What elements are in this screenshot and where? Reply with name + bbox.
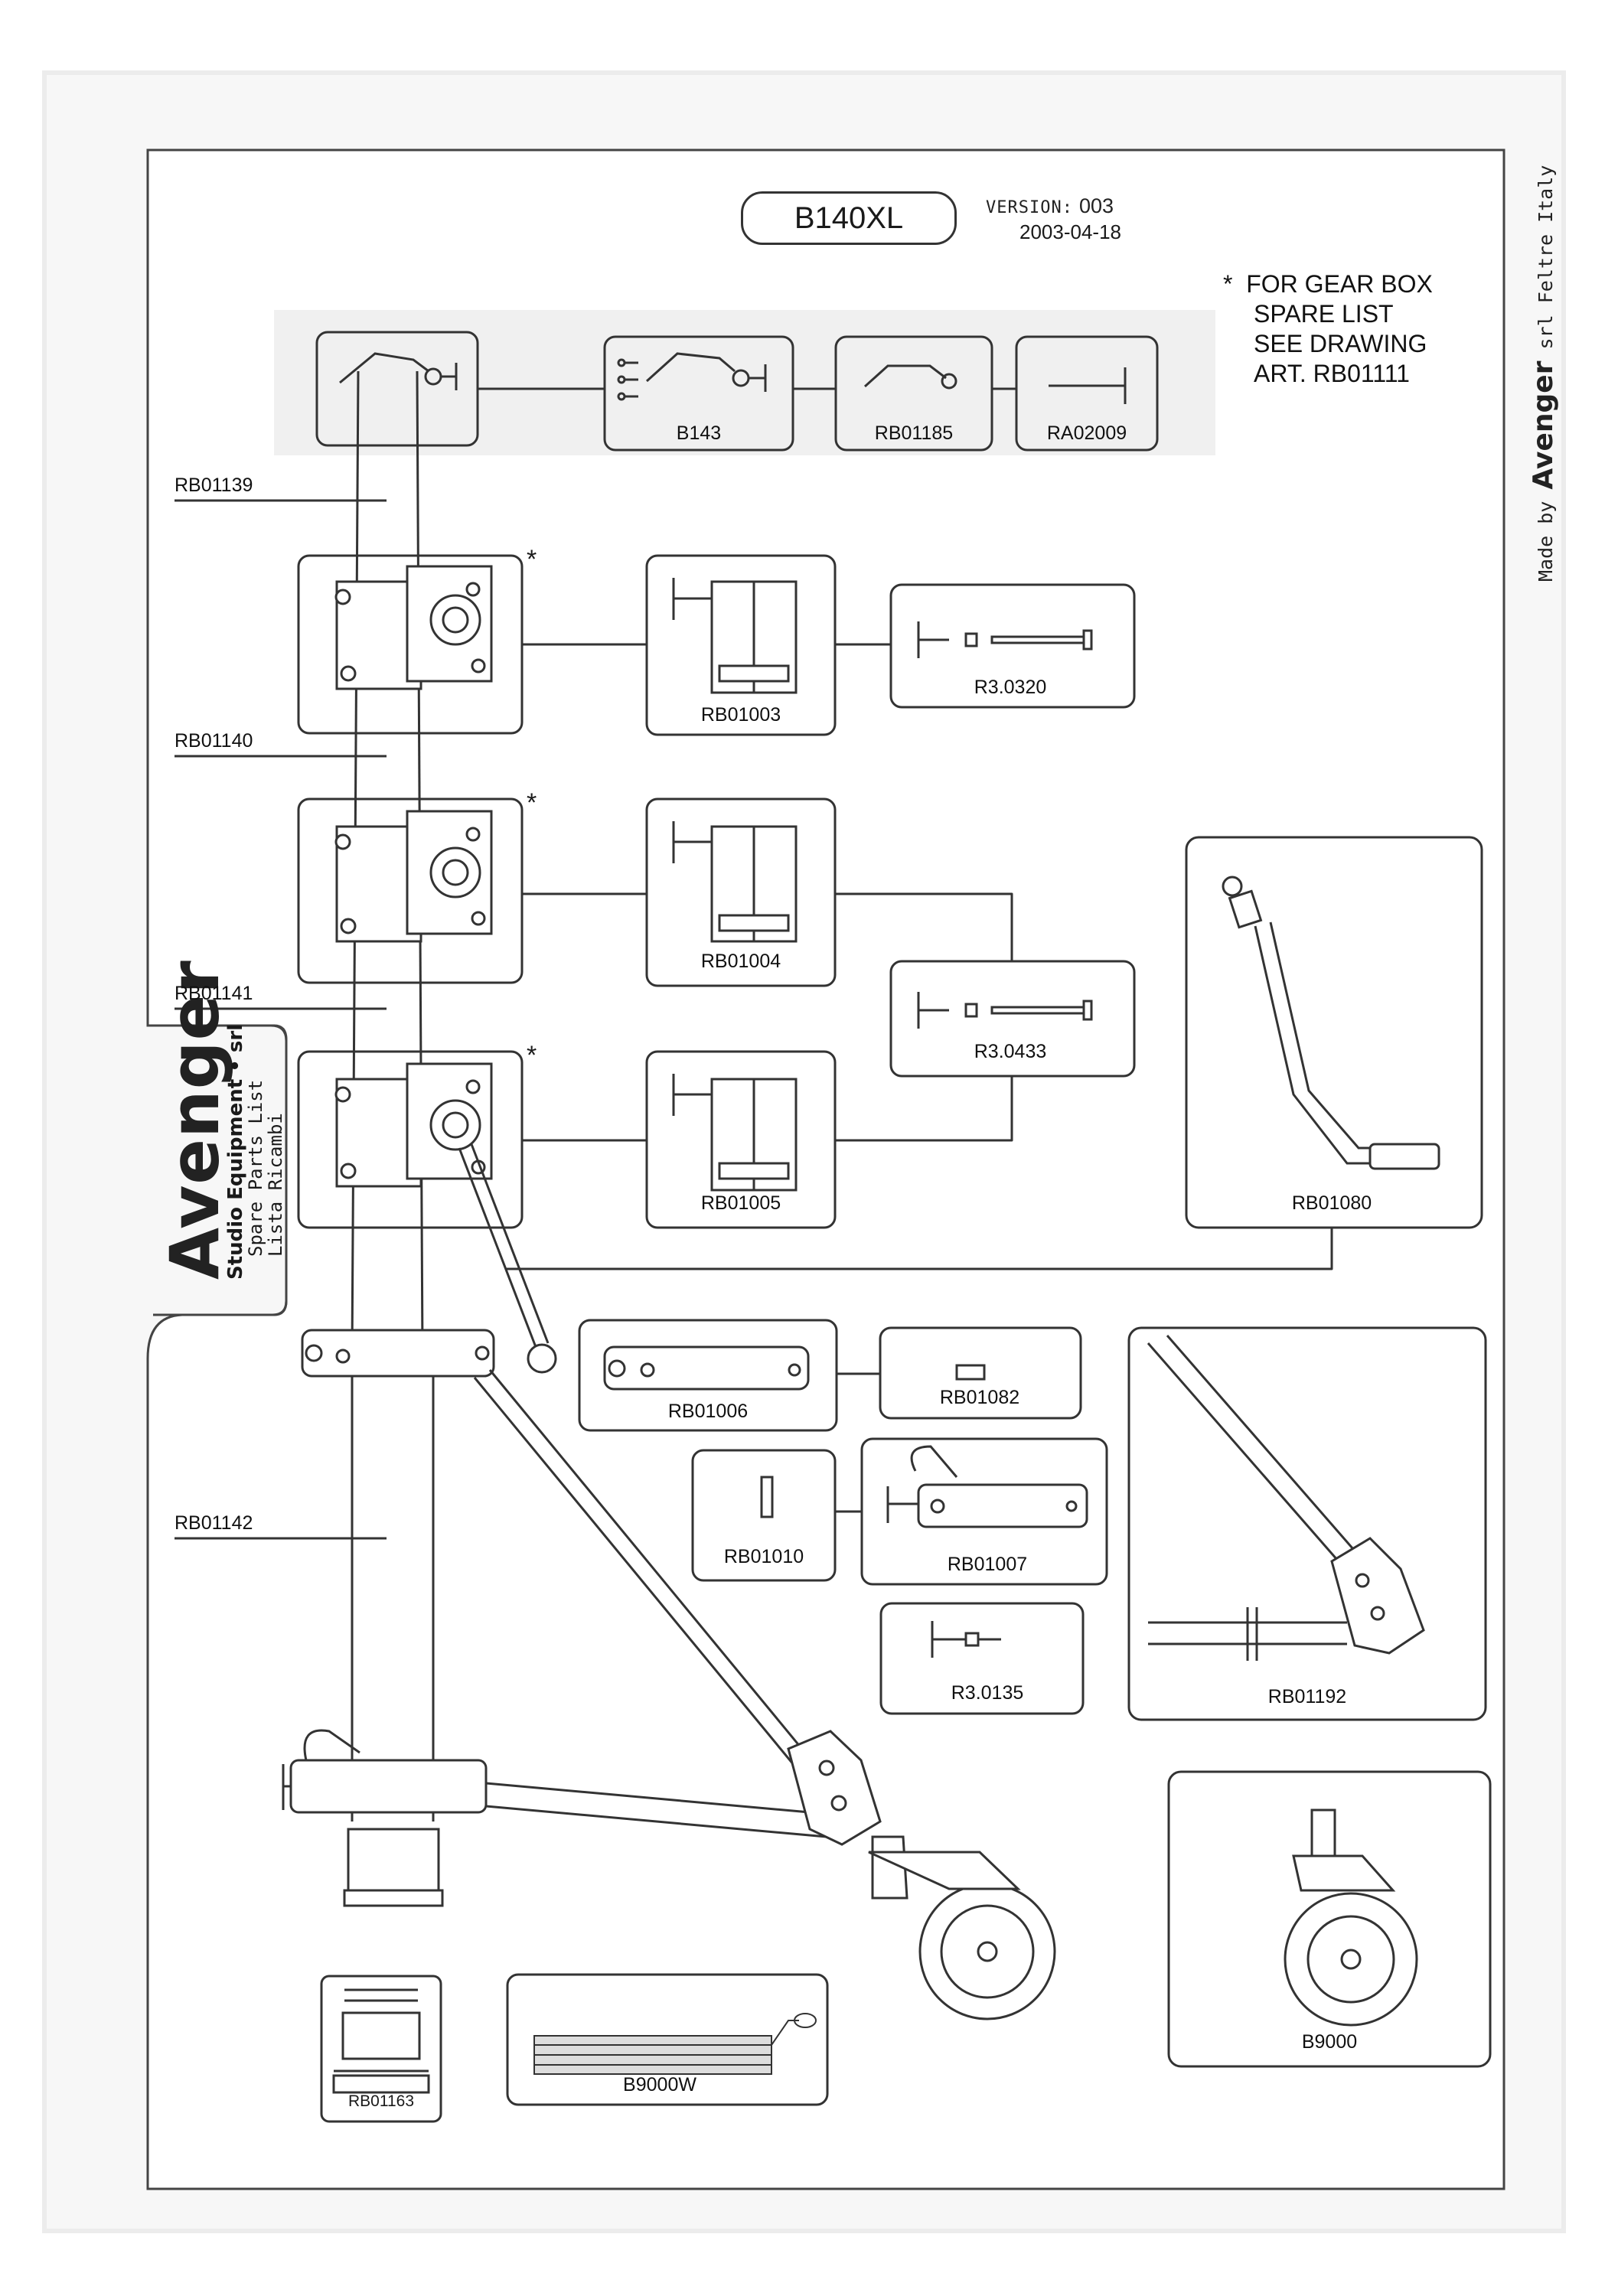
part-label-rb01192: RB01192: [1267, 1686, 1347, 1707]
box-rb01185: [834, 335, 993, 452]
gear-glyph-1: [334, 565, 493, 690]
box-b9000w: [506, 1973, 829, 2106]
section-label-rb01139: RB01139: [175, 475, 253, 496]
brand-line3: Lista Ricambi: [265, 1113, 286, 1257]
clamp-glyph-1: [672, 578, 798, 694]
box-r30135: [879, 1602, 1085, 1715]
part-label-rb01007: RB01007: [947, 1554, 1028, 1575]
box-r30320: [889, 583, 1136, 709]
part-label-b9000: B9000: [1301, 2031, 1358, 2053]
clamp-glyph-2: [672, 821, 798, 943]
box-ra02009: [1015, 335, 1159, 452]
part-label-b143: B143: [676, 422, 722, 444]
part-label-rb01004: RB01004: [700, 951, 781, 972]
box-rb01006: [578, 1319, 838, 1432]
part-label-rb01003: RB01003: [700, 704, 781, 726]
part-label-rb01006: RB01006: [667, 1401, 749, 1422]
section-label-rb01140: RB01140: [175, 730, 253, 752]
version-label: VERSION: 003: [986, 194, 1114, 218]
part-label-rb01163: RB01163: [347, 2092, 414, 2110]
box-rb01163: [320, 1975, 442, 2123]
model-title: B140XL: [741, 191, 957, 245]
gear-asterisk: *: [527, 788, 537, 817]
part-label-rb01005: RB01005: [700, 1192, 781, 1214]
box-rb01080: [1185, 836, 1483, 1229]
box-rb01010: [691, 1449, 837, 1582]
part-label-r30433: R3.0433: [974, 1041, 1047, 1062]
box-gear-2: [297, 797, 524, 984]
part-label-r30135: R3.0135: [951, 1682, 1024, 1704]
part-label-rb01185: RB01185: [874, 422, 954, 444]
gear-glyph-2: [334, 810, 493, 943]
note-line: SPARE LIST: [1254, 300, 1394, 328]
brand-line2: Spare Parts List: [245, 1079, 266, 1257]
part-label-b9000w: B9000W: [623, 2074, 696, 2095]
box-b9000: [1167, 1770, 1492, 2068]
note-line: SEE DRAWING: [1254, 330, 1427, 357]
note-line: FOR GEAR BOX: [1246, 270, 1433, 298]
brand-name: Avenger: [155, 960, 234, 1280]
box-b143: [603, 335, 794, 452]
gear-asterisk: *: [527, 1041, 537, 1070]
part-label-rb01080: RB01080: [1291, 1192, 1372, 1214]
gear-box-note: * FOR GEAR BOX SPARE LIST SEE DRAWING AR…: [1223, 269, 1433, 389]
part-label-rb01082: RB01082: [939, 1387, 1020, 1408]
box-rb01004: [645, 797, 837, 987]
clamp-glyph-3: [672, 1074, 798, 1192]
section-label-rb01142: RB01142: [175, 1512, 253, 1534]
note-asterisk: *: [1223, 270, 1233, 298]
note-line: ART. RB01111: [1254, 360, 1410, 387]
part-label-ra02009: RA02009: [1046, 422, 1127, 444]
gear-asterisk: *: [527, 545, 537, 574]
version-number: 003: [1078, 194, 1114, 217]
box-rb01192: [1127, 1326, 1487, 1721]
made-by-credit: Made by Avenger srl Feltre Italy: [1528, 165, 1559, 582]
section-label-rb01141: RB01141: [175, 983, 253, 1004]
brand-block: Avenger Studio Equipment • srl Spare Par…: [155, 960, 286, 1280]
part-label-rb01010: RB01010: [723, 1546, 804, 1567]
version-date: 2003-04-18: [1019, 220, 1121, 243]
part-label-r30320: R3.0320: [974, 677, 1047, 698]
version-key: VERSION:: [986, 198, 1073, 217]
